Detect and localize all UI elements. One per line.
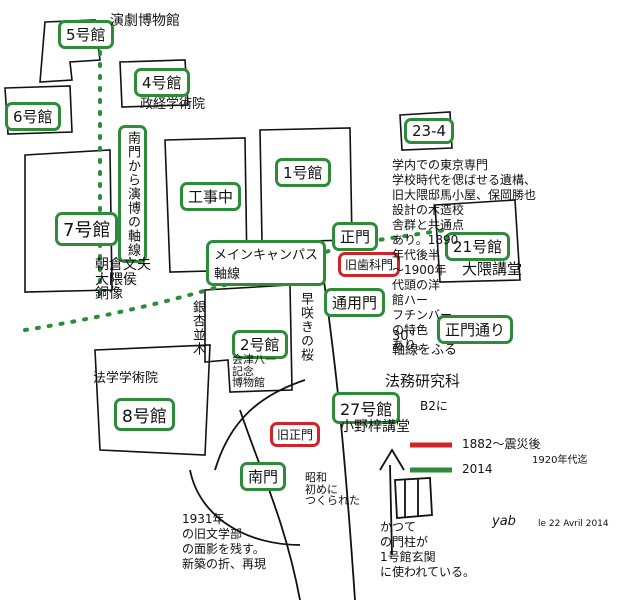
main-axis-label[interactable]: メインキャンパス 軸線: [206, 240, 327, 286]
south-loop: [189, 469, 301, 546]
building-23-4[interactable]: 23-4: [404, 118, 455, 144]
building-7[interactable]: 7号館: [55, 212, 119, 246]
building-1[interactable]: 1号館: [275, 158, 331, 187]
ookuma-hall-label: 大隈講堂: [462, 260, 523, 278]
law-grad-label: 法務研究科: [385, 372, 461, 390]
building-6[interactable]: 6号館: [5, 102, 61, 131]
building-21[interactable]: 21号館: [445, 232, 511, 261]
legend-red-label: 1882～震災後: [462, 437, 541, 451]
outline-4: [119, 59, 189, 108]
ono-hall-label: 小野梓講堂: [340, 419, 410, 435]
street-left: [239, 409, 301, 600]
aizu-museum-label: 会津八一 記念 博物館: [232, 353, 276, 390]
legend-red-sub: 1920年代迄: [532, 455, 588, 466]
south-axis-label: 南門から演博の軸線: [118, 125, 147, 263]
outline-21: [434, 199, 521, 283]
theatre-museum-label: 演劇博物館: [110, 13, 180, 29]
building-27[interactable]: 27号館: [332, 392, 401, 424]
building-8[interactable]: 8号館: [114, 398, 175, 431]
building-2[interactable]: 2号館: [232, 330, 288, 359]
axis-30-label: 30° 軸線をふる: [392, 329, 458, 358]
outline-23: [399, 111, 453, 151]
axis-gate: [343, 228, 447, 247]
outline-7: [24, 149, 113, 293]
main-gate[interactable]: 正門: [332, 222, 379, 251]
legend-green-label: 2014: [462, 462, 493, 476]
gate-1931-note: 1931年 の旧文学部 の面影を残す。 新築の折、再現: [182, 512, 267, 571]
ginkgo-avenue-label: 銀杏並木: [190, 300, 205, 356]
legend-lines: [410, 442, 452, 473]
south-gate[interactable]: 南門: [240, 462, 287, 491]
outline-8: [94, 344, 211, 456]
history-note: 学内での東京専門 学校時代を偲ばせる遺構、 旧大隈邸馬小屋、保岡勝也 設計の木造…: [392, 158, 537, 352]
main-gate-street[interactable]: 正門通り: [437, 315, 514, 344]
signature: yab: [492, 514, 516, 529]
politics-label: 政経学術院: [140, 97, 206, 112]
old-dental-gate[interactable]: 旧歯科門: [338, 252, 401, 277]
construction-label[interactable]: 工事中: [180, 182, 242, 211]
date-label: le 22 Avril 2014: [538, 519, 609, 529]
building-5[interactable]: 5号館: [58, 20, 114, 49]
b2-note: B2に: [420, 399, 448, 413]
sakura-label: 早咲きの桜: [298, 292, 313, 362]
street-curve: [214, 379, 306, 471]
law-school-label: 法学学術院: [93, 371, 159, 386]
ookuma-statue-label: 朝倉文夫 大隈侯 銅像: [95, 257, 151, 303]
building-4[interactable]: 4号館: [134, 68, 190, 97]
columns-note: かつて の門柱が 1号館玄関 に使われている。: [380, 520, 476, 579]
old-main-gate[interactable]: 旧正門: [270, 422, 321, 447]
axis-arrow: [379, 448, 405, 556]
service-gate[interactable]: 通用門: [324, 288, 386, 317]
columns-sketch: [394, 477, 433, 519]
showa-label: 昭和 初めに つくられた: [305, 471, 360, 508]
